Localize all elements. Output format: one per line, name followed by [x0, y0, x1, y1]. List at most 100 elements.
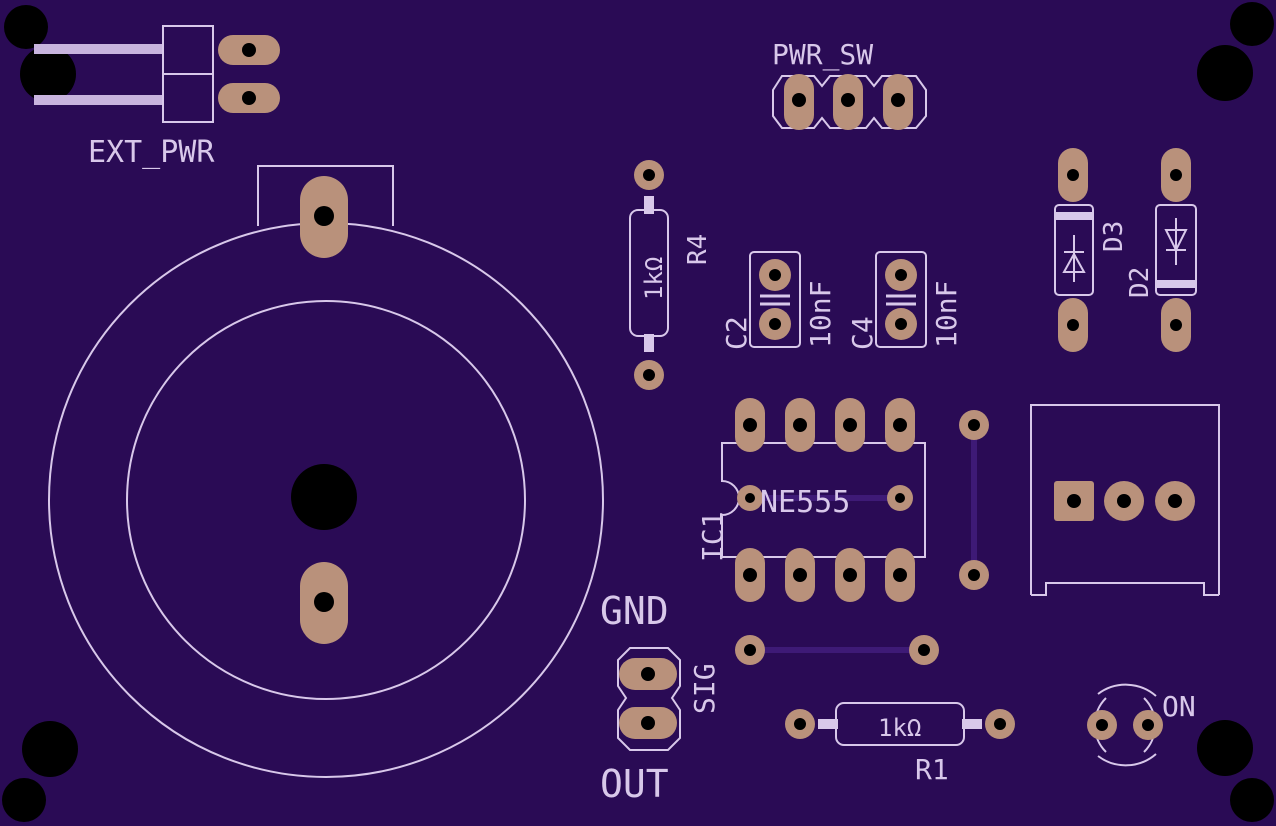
- d3-body: [1054, 204, 1094, 296]
- speaker-pad-top-hole: [314, 206, 334, 226]
- ic1-via-left-hole: [745, 493, 755, 503]
- ic1-value: NE555: [760, 485, 850, 520]
- ext-pwr-header: EXT_PWR: [34, 25, 280, 170]
- ic1-pin-1-hole: [743, 568, 757, 582]
- r4-value: 1kΩ: [640, 257, 668, 300]
- led-pad-1-hole: [1096, 719, 1108, 731]
- pwr-sw-pad-2-hole: [841, 93, 855, 107]
- ic1-pin-8-hole: [743, 418, 757, 432]
- c2-pad-1-hole: [769, 269, 781, 281]
- vertical-jumper-pad-bottom-hole: [968, 569, 980, 581]
- d2-pad-bottom-hole: [1170, 319, 1182, 331]
- mounting-hole-bottom-right: [1197, 720, 1253, 776]
- speaker-pad-bottom-hole: [314, 592, 334, 612]
- mounting-hole-top-right: [1197, 45, 1253, 101]
- d3-pad-bottom-hole: [1067, 319, 1079, 331]
- d3-ref: D3: [1099, 221, 1129, 252]
- r4-lead-top: [644, 196, 654, 214]
- mounting-hole-top-left-small: [4, 5, 48, 49]
- sig-label: SIG: [688, 663, 721, 714]
- c2-outline: [749, 251, 801, 348]
- ext-pwr-pad-1-hole: [242, 43, 256, 57]
- r1-value: 1kΩ: [878, 714, 921, 742]
- ic1-pin-5-hole: [893, 418, 907, 432]
- trimmer-outline: [1030, 404, 1220, 595]
- ext-pwr-label: EXT_PWR: [88, 135, 215, 170]
- ext-pwr-pin-lead-1: [34, 44, 162, 54]
- d2-footprint: D2: [1125, 148, 1197, 352]
- horizontal-jumper-pad-right-hole: [918, 644, 930, 656]
- r1-pad-left-hole: [794, 718, 806, 730]
- r1-footprint: 1kΩ R1: [785, 702, 1015, 786]
- speaker-center-hole: [291, 464, 357, 530]
- mounting-hole-top-left: [20, 46, 76, 102]
- horizontal-jumper: [735, 635, 939, 665]
- gnd-label: GND: [600, 589, 669, 633]
- ext-pwr-pin-lead-2: [34, 95, 162, 105]
- trimmer-outline-bottom: [1031, 582, 1219, 596]
- d2-ref: D2: [1125, 267, 1155, 298]
- pwr-sw-label: PWR_SW: [772, 38, 873, 72]
- trimmer-footprint: [1030, 404, 1220, 596]
- d3-footprint: D3: [1054, 148, 1129, 352]
- vertical-jumper: [959, 410, 989, 590]
- r1-lead-left: [818, 719, 838, 729]
- ext-pwr-pad-2-hole: [242, 91, 256, 105]
- c2-footprint: C2 10nF: [720, 251, 837, 350]
- mounting-hole-top-right-small: [1230, 2, 1274, 46]
- ic1-ref: IC1: [696, 511, 729, 562]
- c4-value: 10nF: [930, 281, 963, 348]
- c4-ref: C4: [846, 316, 879, 350]
- horizontal-jumper-pad-left-hole: [744, 644, 756, 656]
- ic1-pin-2-hole: [793, 568, 807, 582]
- mounting-hole-bottom-left-small: [2, 778, 46, 822]
- r1-pad-right-hole: [994, 718, 1006, 730]
- d3-diode-symbol: [1062, 251, 1086, 273]
- r4-ref: R4: [683, 234, 713, 265]
- r1-lead-right: [962, 719, 982, 729]
- led-on-label: ON: [1162, 690, 1196, 723]
- ic1-pin-4-hole: [893, 568, 907, 582]
- ic1-pin-3-hole: [843, 568, 857, 582]
- pwr-sw-pad-1-hole: [792, 93, 806, 107]
- d2-diode-symbol: [1164, 229, 1188, 253]
- r4-pad-bottom-hole: [643, 369, 655, 381]
- trimmer-pad-1-hole: [1067, 494, 1081, 508]
- c4-pad-1-hole: [895, 269, 907, 281]
- ic1-pin-7-hole: [793, 418, 807, 432]
- c4-outline: [875, 251, 927, 348]
- ic1-footprint: NE555 IC1: [696, 398, 926, 602]
- c2-pad-2-hole: [769, 318, 781, 330]
- pwr-sw-pad-3-hole: [891, 93, 905, 107]
- ic1-via-right-hole: [895, 493, 905, 503]
- led-footprint: ON: [1087, 683, 1196, 767]
- r4-footprint: 1kΩ R4: [629, 160, 713, 390]
- speaker-tab-outline: [257, 165, 394, 226]
- trimmer-pad-2-hole: [1117, 494, 1131, 508]
- speaker-footprint: [48, 165, 604, 778]
- ic1-pin-6-hole: [843, 418, 857, 432]
- out-label: OUT: [600, 762, 669, 806]
- d2-cathode-band: [1156, 280, 1196, 288]
- r1-ref: R1: [915, 753, 949, 786]
- output-pad-1-hole: [641, 667, 655, 681]
- output-pad-2-hole: [641, 716, 655, 730]
- d2-body: [1155, 204, 1197, 296]
- d3-cathode-band: [1055, 212, 1093, 220]
- trimmer-pad-3-hole: [1168, 494, 1182, 508]
- d3-pad-top-hole: [1067, 169, 1079, 181]
- c2-value: 10nF: [804, 281, 837, 348]
- c4-footprint: C4 10nF: [846, 251, 963, 350]
- output-connector-outline: [617, 647, 681, 751]
- c4-pad-2-hole: [895, 318, 907, 330]
- r4-pad-top-hole: [643, 169, 655, 181]
- speaker-inner-ring: [126, 300, 526, 700]
- led-outline-outer: [1097, 683, 1157, 767]
- d2-pad-top-hole: [1170, 169, 1182, 181]
- pwr-sw-footprint: PWR_SW: [772, 38, 927, 130]
- mounting-hole-bottom-left: [22, 721, 78, 777]
- led-pad-2-hole: [1142, 719, 1154, 731]
